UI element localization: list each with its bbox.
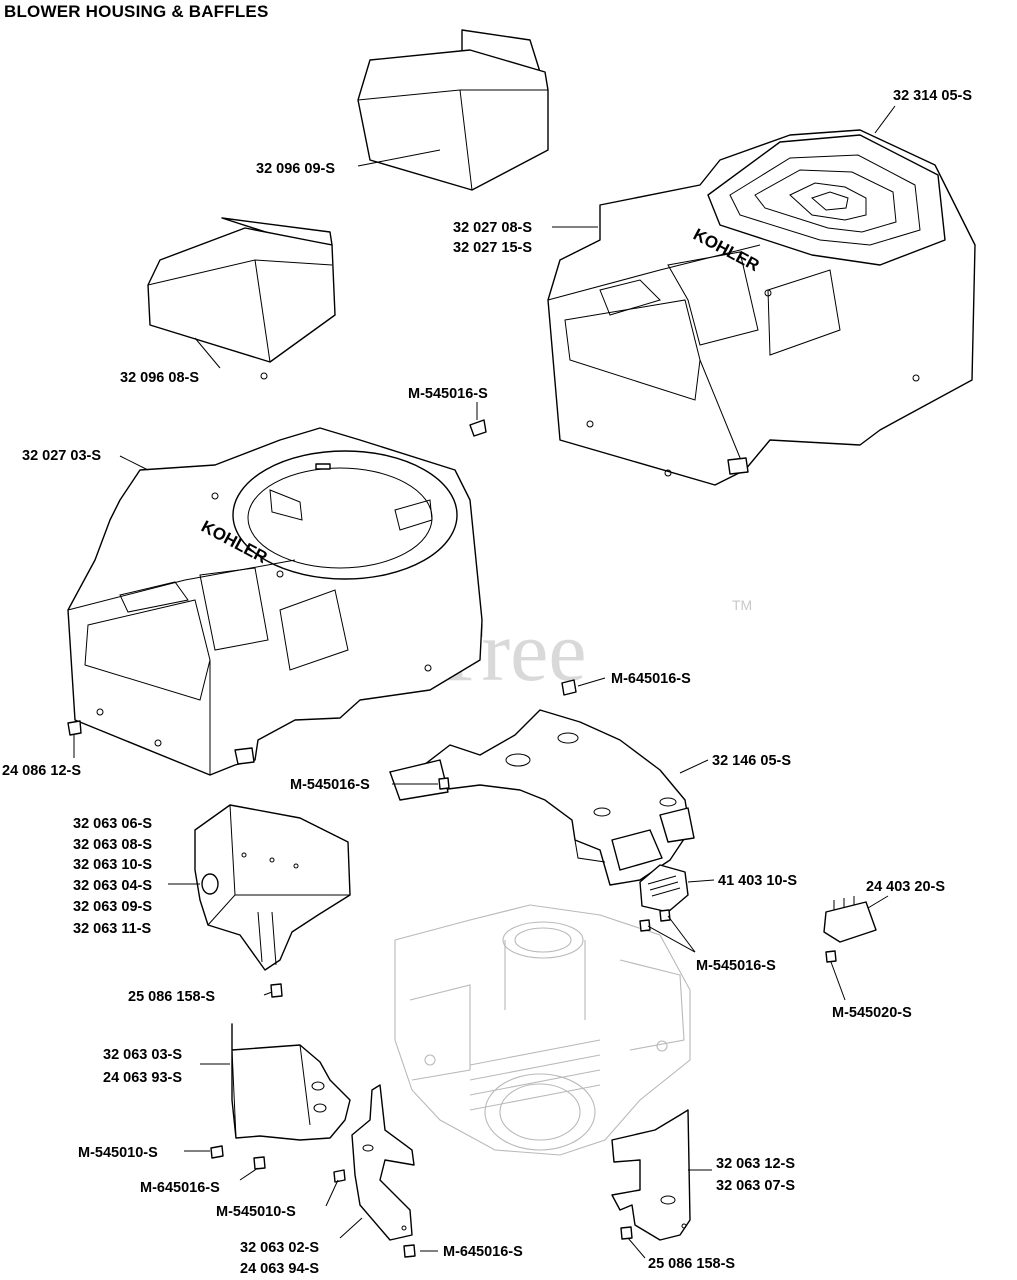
- part-label: M-545016-S: [408, 386, 488, 402]
- part-label: 32 096 08-S: [120, 370, 199, 386]
- part-label: 32 027 03-S: [22, 448, 101, 464]
- part-label: 32 063 11-S: [73, 921, 152, 937]
- part-label: 24 063 93-S: [103, 1070, 182, 1086]
- center-bracket-part[interactable]: [351, 1084, 415, 1241]
- part-label: 32 063 03-S: [103, 1047, 182, 1063]
- part-label: 32 063 12-S: [716, 1156, 795, 1172]
- part-label: 32 063 02-S: [240, 1240, 319, 1256]
- part-label: 32 063 09-S: [73, 899, 152, 915]
- part-label: 25 086 158-S: [128, 989, 215, 1005]
- part-label: 24 403 20-S: [866, 879, 945, 895]
- lower-left-baffle-part[interactable]: [231, 1023, 351, 1141]
- part-label: 32 146 05-S: [712, 753, 791, 769]
- part-label: 32 063 06-S: [73, 816, 152, 832]
- part-label: 32 027 08-S: [453, 220, 532, 236]
- part-label: M-545016-S: [290, 777, 370, 793]
- fasteners: [67, 419, 837, 1258]
- part-label: M-545020-S: [832, 1005, 912, 1021]
- leader-lines: [73, 105, 896, 1259]
- part-label: M-645016-S: [611, 671, 691, 687]
- part-label: 25 086 158-S: [648, 1256, 735, 1272]
- ignition-module-part[interactable]: [639, 864, 689, 913]
- part-label: M-645016-S: [443, 1244, 523, 1260]
- right-bracket-part[interactable]: [611, 1109, 691, 1241]
- side-baffle-part[interactable]: [194, 804, 351, 971]
- part-label: 32 063 07-S: [716, 1178, 795, 1194]
- part-label: 32 063 08-S: [73, 837, 152, 853]
- rectifier-part[interactable]: [823, 896, 877, 943]
- part-label: M-545010-S: [78, 1145, 158, 1161]
- cooling-baffle-plate-part[interactable]: [389, 709, 695, 886]
- lower-baffle-part[interactable]: [147, 217, 336, 380]
- part-label: M-545016-S: [696, 958, 776, 974]
- diagram-title: BLOWER HOUSING & BAFFLES: [4, 2, 269, 21]
- part-label: 24 063 94-S: [240, 1261, 319, 1277]
- right-blower-housing-part[interactable]: KOHLER: [547, 129, 976, 486]
- engine-block-reference: [394, 904, 691, 1156]
- trademark: TM: [732, 597, 752, 613]
- part-label: 32 027 15-S: [453, 240, 532, 256]
- top-baffle-part[interactable]: [357, 29, 549, 191]
- part-labels: 32 314 05-S 32 096 09-S 32 027 08-S 32 0…: [2, 88, 972, 1277]
- part-label: 32 063 04-S: [73, 878, 152, 894]
- part-label: 32 314 05-S: [893, 88, 972, 104]
- part-label: 41 403 10-S: [718, 873, 797, 889]
- part-label: 32 096 09-S: [256, 161, 335, 177]
- part-label: 32 063 10-S: [73, 857, 152, 873]
- left-blower-housing-part[interactable]: KOHLER: [67, 427, 483, 776]
- part-label: M-545010-S: [216, 1204, 296, 1220]
- part-label: M-645016-S: [140, 1180, 220, 1196]
- part-label: 24 086 12-S: [2, 763, 81, 779]
